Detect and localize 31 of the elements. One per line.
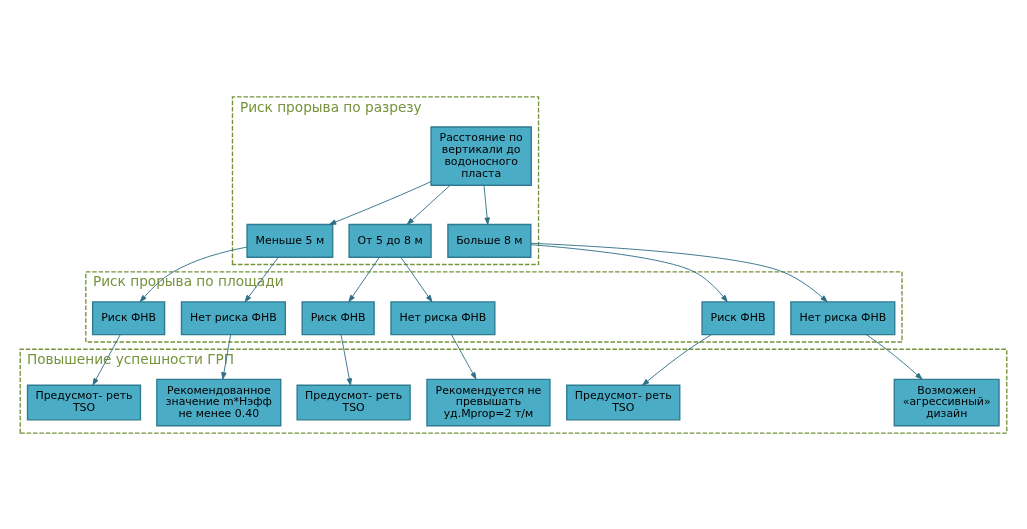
node-box: Предусмот- реть TSO xyxy=(566,384,681,421)
node-box: Меньше 5 м xyxy=(246,223,334,258)
node-box: Предусмот- реть TSO xyxy=(296,384,411,421)
arrow xyxy=(451,333,477,379)
node-box: Нет риска ФНВ xyxy=(790,300,896,335)
arrow xyxy=(642,333,712,386)
arrow xyxy=(866,333,923,380)
node-box: Предусмот- реть TSO xyxy=(26,384,142,421)
node-box: Нет риска ФНВ xyxy=(180,300,286,335)
arrow xyxy=(400,256,433,302)
arrow xyxy=(92,333,121,386)
arrow xyxy=(530,242,828,302)
node-box: Нет риска ФНВ xyxy=(390,300,496,335)
arrow xyxy=(221,333,232,379)
node-box: Расстояние по вертикали до водоносного пласта xyxy=(430,125,532,186)
node-box: Возможен «агрессивный» дизайн xyxy=(893,378,1000,426)
node-box: Риск ФНВ xyxy=(701,300,775,335)
node-box: Риск ФНВ xyxy=(301,300,375,335)
node-box: От 5 до 8 м xyxy=(348,223,432,258)
arrow xyxy=(483,184,490,225)
node-box: Рекомендованное значение m*Нэфф не менее 0.40 xyxy=(156,378,282,426)
arrow xyxy=(244,256,279,302)
arrow xyxy=(348,256,380,302)
arrow xyxy=(139,246,248,302)
node-box: Риск ФНВ xyxy=(91,300,166,335)
node-box: Рекомендуется не превышать уд.Mprop=2 т/м xyxy=(426,378,551,426)
node-box: Больше 8 м xyxy=(447,223,532,258)
arrow xyxy=(530,243,728,302)
arrow xyxy=(340,333,352,386)
arrow xyxy=(406,184,451,225)
arrow xyxy=(328,180,432,225)
